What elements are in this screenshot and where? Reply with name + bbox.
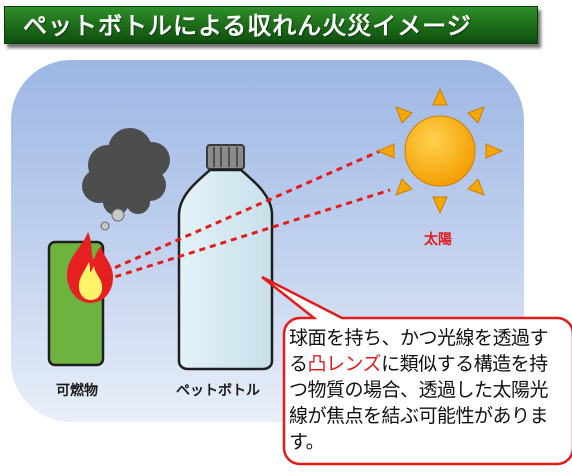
- combustible-label: 可燃物: [56, 383, 98, 399]
- callout-text: 球面を持ち、かつ光線を透過する凸レンズに類似する構造を持つ物質の場合、透過した太…: [289, 325, 564, 455]
- sun-beams: [104, 149, 391, 282]
- flame-icon: [66, 232, 113, 303]
- bottle-label: ペットボトル: [176, 383, 260, 399]
- callout-part1: 球面を持ち、かつ光線を透過する: [289, 327, 549, 375]
- callout-highlight: 凸レンズ: [307, 353, 382, 375]
- sun-label: 太陽: [424, 232, 452, 248]
- pet-bottle-icon: [177, 144, 274, 371]
- callout-part2: に類似する構造を持つ物質の場合、透過した太陽光線が焦点を結ぶ可能性があります。: [289, 353, 549, 453]
- smoke-icon: [82, 128, 170, 231]
- sun-icon: [376, 87, 504, 215]
- callout-box: [261, 275, 572, 466]
- title-banner: ペットボトルによる収れん火災イメージ: [4, 6, 538, 44]
